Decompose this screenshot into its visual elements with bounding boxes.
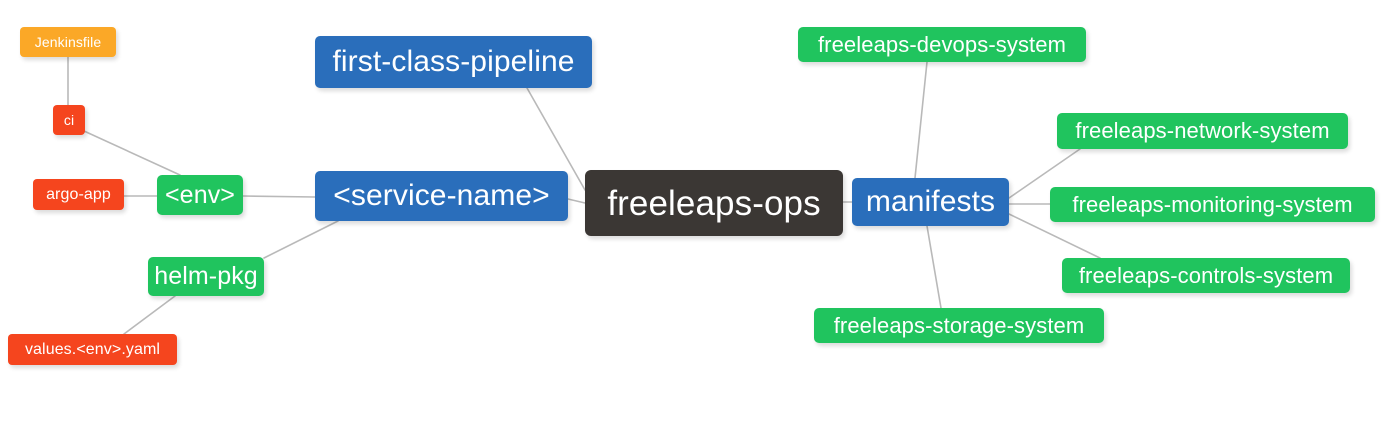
node-env[interactable]: <env> [157,175,243,215]
edge-helm-pkg-to-values-env-yaml [123,295,176,335]
node-freeleaps-storage-system[interactable]: freeleaps-storage-system [814,308,1104,343]
node-label-manifests: manifests [865,185,996,218]
node-label-service-name: <service-name> [333,179,550,212]
node-ci[interactable]: ci [53,105,85,135]
node-label-first-class-pipeline: first-class-pipeline [332,45,575,78]
node-label-freeleaps-storage-system: freeleaps-storage-system [833,312,1085,338]
node-freeleaps-controls-system[interactable]: freeleaps-controls-system [1062,258,1350,293]
node-argo-app[interactable]: argo-app [33,179,124,210]
node-freeleaps-network-system[interactable]: freeleaps-network-system [1057,113,1348,149]
node-label-jenkinsfile: Jenkinsfile [34,34,102,50]
edge-manifests-to-freeleaps-devops-system [914,61,928,179]
node-label-freeleaps-controls-system: freeleaps-controls-system [1078,262,1334,288]
node-label-ci: ci [63,112,75,128]
node-label-freeleaps-monitoring-system: freeleaps-monitoring-system [1072,191,1353,217]
node-label-freeleaps-ops: freeleaps-ops [607,183,821,223]
node-freeleaps-ops[interactable]: freeleaps-ops [585,170,843,236]
node-label-argo-app: argo-app [46,185,111,203]
node-values-env-yaml[interactable]: values.<env>.yaml [8,334,177,365]
edge-service-name-to-helm-pkg [263,220,339,259]
node-jenkinsfile[interactable]: Jenkinsfile [20,27,116,57]
node-label-values-env-yaml: values.<env>.yaml [24,340,161,358]
node-service-name[interactable]: <service-name> [315,171,568,221]
node-helm-pkg[interactable]: helm-pkg [148,257,264,296]
edge-freeleaps-ops-to-service-name [567,198,586,204]
edge-service-name-to-env [242,195,316,198]
node-label-helm-pkg: helm-pkg [154,262,258,290]
node-freeleaps-monitoring-system[interactable]: freeleaps-monitoring-system [1050,187,1375,222]
edge-manifests-to-freeleaps-storage-system [926,225,942,309]
node-freeleaps-devops-system[interactable]: freeleaps-devops-system [798,27,1086,62]
node-label-freeleaps-devops-system: freeleaps-devops-system [817,31,1067,57]
node-label-freeleaps-network-system: freeleaps-network-system [1075,118,1330,143]
node-label-env: <env> [164,180,235,209]
node-manifests[interactable]: manifests [852,178,1009,226]
edge-env-to-ci [83,130,181,176]
node-first-class-pipeline[interactable]: first-class-pipeline [315,36,592,88]
